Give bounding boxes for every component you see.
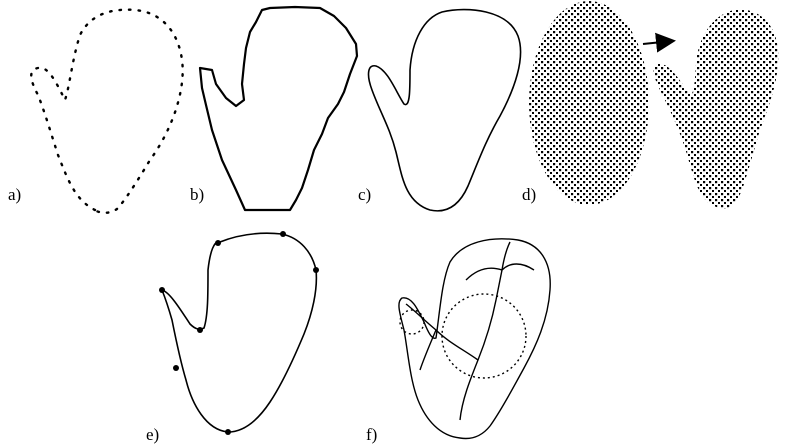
panel-label-c: c) xyxy=(358,185,371,204)
key-point xyxy=(197,327,203,333)
panel-a-dotted-outline xyxy=(31,10,182,213)
panel-b-jagged-outline xyxy=(200,7,357,210)
initial-ellipse-shape xyxy=(529,1,649,205)
panel-d-shape-transform xyxy=(529,1,778,208)
panel-c-smooth-outline xyxy=(369,10,521,211)
key-point xyxy=(173,365,179,371)
medial-axis-skeleton xyxy=(406,242,534,420)
shape-outline xyxy=(399,239,550,439)
panel-label-a: a) xyxy=(8,185,21,204)
target-mitten-shape xyxy=(654,9,779,208)
panel-label-d: d) xyxy=(522,185,536,204)
panel-label-e: e) xyxy=(146,425,159,444)
inscribed-circle-large xyxy=(442,294,526,378)
key-point xyxy=(313,267,319,273)
right-arrow-icon xyxy=(643,41,672,44)
panel-f-skeleton xyxy=(399,239,550,439)
key-point xyxy=(280,231,286,237)
panel-e-outline-with-points xyxy=(159,231,319,435)
panel-label-b: b) xyxy=(190,185,204,204)
panel-label-f: f) xyxy=(366,425,377,444)
key-point xyxy=(215,240,221,246)
key-point xyxy=(225,429,231,435)
key-point xyxy=(159,287,165,293)
